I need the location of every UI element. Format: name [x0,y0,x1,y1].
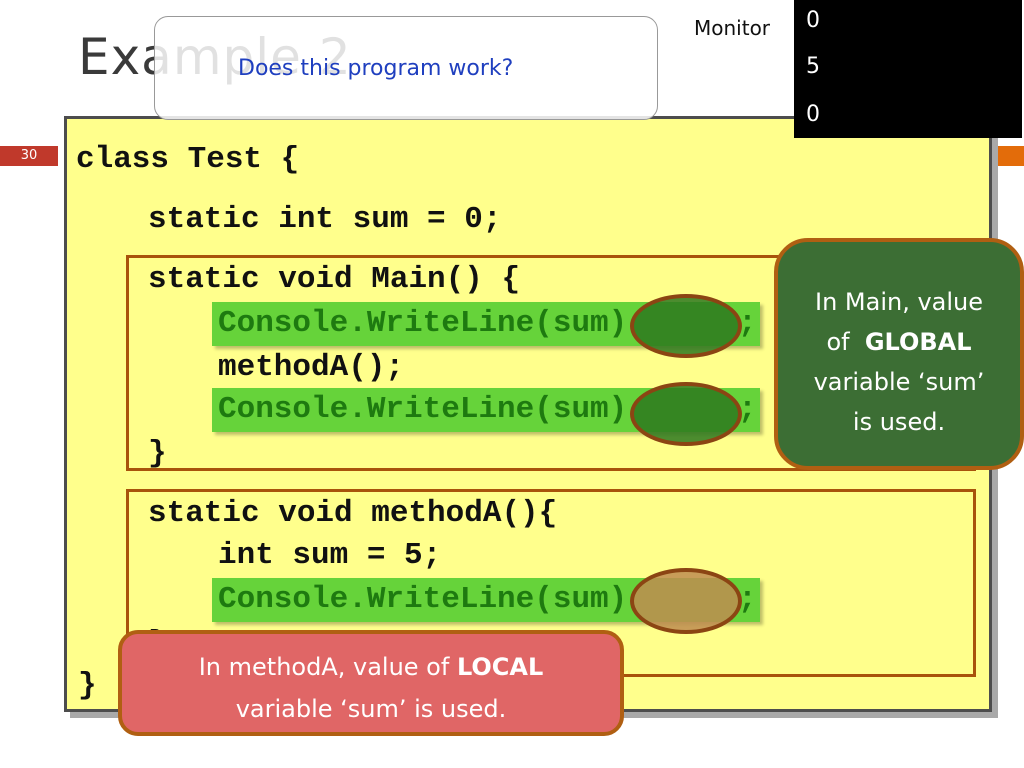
monitor-output-3: 0 [806,102,820,127]
code-main-call-methodA: methodA(); [218,350,405,385]
global-callout: In Main, value of GLOBAL variable ‘sum’ … [774,238,1024,470]
local-callout-line2: variable ‘sum’ is used. [235,695,507,723]
code-methodA-print: Console.WriteLine(sum) [218,582,628,617]
code-main-print2-semicolon: ; [738,392,757,427]
code-methodA-print-semicolon: ; [738,582,757,617]
global-callout-line2-pre: of [826,328,850,356]
monitor-output-1: 0 [806,8,820,33]
local-callout: In methodA, value of LOCAL variable ‘sum… [118,630,624,736]
code-methodA-header: static void methodA(){ [148,496,558,531]
global-callout-line2: of GLOBAL [778,322,1020,362]
global-callout-keyword: GLOBAL [864,328,972,356]
monitor-console [794,0,1022,138]
slide-number: 30 [0,146,58,166]
global-callout-line4: is used. [852,408,946,436]
code-static-field: static int sum = 0; [148,202,502,237]
code-main-print1: Console.WriteLine(sum) [218,306,628,341]
sum-ellipse-main1 [630,294,742,358]
global-callout-line1: In Main, value [814,288,984,316]
local-callout-line1-pre: In methodA, value of [198,653,450,681]
local-callout-keyword: LOCAL [456,653,544,681]
local-callout-line1: In methodA, value of LOCAL [122,646,620,688]
code-main-print2: Console.WriteLine(sum) [218,392,628,427]
code-main-print1-semicolon: ; [738,306,757,341]
sum-ellipse-methodA [630,568,742,634]
code-methodA-decl: int sum = 5; [218,538,442,573]
accent-bar [994,146,1024,166]
sum-ellipse-main2 [630,382,742,446]
code-class-close: } [78,668,97,703]
monitor-label: Monitor [694,16,771,40]
question-box [154,16,658,120]
code-main-header: static void Main() { [148,262,521,297]
code-class-header: class Test { [76,142,300,177]
question-text: Does this program work? [238,56,514,81]
global-callout-line3: variable ‘sum’ [813,368,985,396]
monitor-output-2: 5 [806,54,820,79]
code-main-close: } [148,436,167,471]
